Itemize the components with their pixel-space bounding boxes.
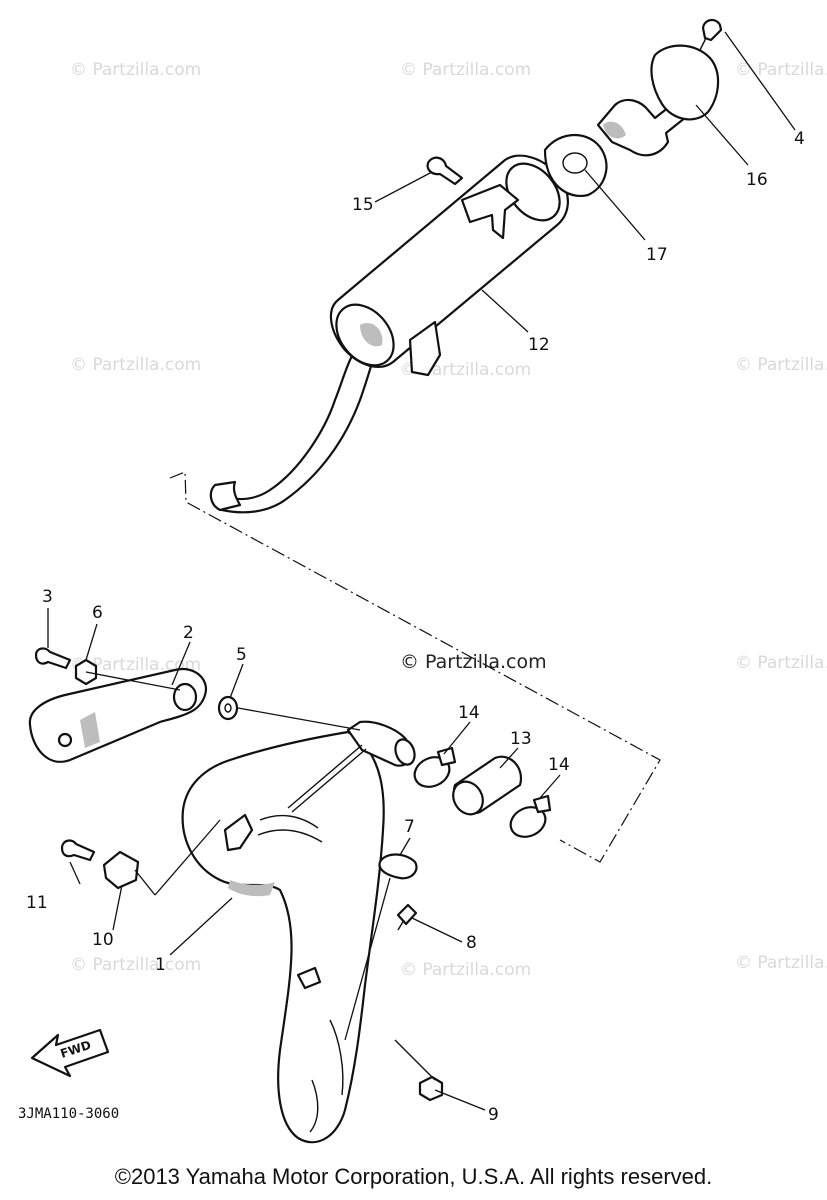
callout-9: 9 xyxy=(488,1105,499,1125)
damper-10 xyxy=(102,850,140,890)
callout-17: 17 xyxy=(646,245,668,265)
stud-8 xyxy=(396,903,418,926)
bolt-3 xyxy=(34,647,72,670)
tail-pipe xyxy=(220,338,380,514)
watermark: © Partzilla.com xyxy=(70,60,201,80)
joint-13-end xyxy=(452,780,484,816)
bracket-2-hole-lower xyxy=(57,732,73,748)
callout-labels: 1 2 3 4 5 6 7 8 9 10 11 12 13 14 14 15 1… xyxy=(26,129,805,1125)
pipe-end xyxy=(209,480,242,512)
watermark: © Partzilla.com xyxy=(735,653,827,673)
chamber-bracket xyxy=(223,813,254,852)
watermark: © Partzilla.com xyxy=(735,355,827,375)
chamber-tab xyxy=(296,966,322,990)
upper-bracket xyxy=(460,183,520,240)
chamber-body xyxy=(181,730,385,1144)
callout-8: 8 xyxy=(466,933,477,953)
callout-15: 15 xyxy=(352,195,374,215)
bolt-4 xyxy=(701,18,723,42)
callout-1: 1 xyxy=(155,955,166,975)
callout-2: 2 xyxy=(183,623,194,643)
copyright-notice: ©2013 Yamaha Motor Corporation, U.S.A. A… xyxy=(114,1164,713,1189)
watermark: © Partzilla.com xyxy=(735,60,827,80)
callout-10: 10 xyxy=(92,930,114,950)
nut-9 xyxy=(418,1075,444,1102)
callout-13: 13 xyxy=(510,729,532,749)
muffler-front-cap xyxy=(505,162,561,222)
callout-11: 11 xyxy=(26,893,48,913)
callout-5: 5 xyxy=(236,645,247,665)
expansion-chamber-assembly xyxy=(181,720,416,1144)
callout-7: 7 xyxy=(404,817,415,837)
leader-lines-upper xyxy=(374,31,796,333)
callout-14: 14 xyxy=(548,755,570,775)
callout-4: 4 xyxy=(794,129,805,149)
silencer-assembly xyxy=(209,18,723,514)
callout-14: 14 xyxy=(458,703,480,723)
watermark: © Partzilla.com xyxy=(735,953,827,973)
callout-3: 3 xyxy=(42,587,53,607)
gasket-17 xyxy=(543,134,608,197)
lower-bracket xyxy=(408,320,442,377)
fwd-arrow-icon: FWD xyxy=(30,1028,110,1078)
watermark: © Partzilla.com xyxy=(400,60,531,80)
alignment-line xyxy=(169,471,661,863)
chamber-inlet-opening xyxy=(394,738,416,766)
watermark: © Partzilla.com xyxy=(70,355,201,375)
callout-6: 6 xyxy=(92,603,103,623)
bracket-2-hole xyxy=(172,682,198,712)
gasket-hole xyxy=(562,152,588,174)
end-plate xyxy=(650,44,720,121)
watermark: © Partzilla.com xyxy=(70,655,201,675)
watermark: © Partzilla.com xyxy=(70,955,201,975)
leader-lines-lower xyxy=(47,608,561,1111)
drawing-code: 3JMA110-3060 xyxy=(18,1106,119,1122)
bolt-15 xyxy=(426,156,464,186)
bolt-11 xyxy=(60,839,96,862)
exploded-view-drawing: © Partzilla.com © Partzilla.com © Partzi… xyxy=(18,18,827,1144)
washer-5 xyxy=(217,695,239,721)
clamp-screw xyxy=(532,794,552,814)
gasket-7 xyxy=(378,853,418,880)
bracket-2 xyxy=(28,667,208,763)
watermark: © Partzilla.com xyxy=(400,960,531,980)
watermark-center: © Partzilla.com xyxy=(400,651,547,673)
clamp-14-right xyxy=(509,806,547,838)
callout-12: 12 xyxy=(528,335,550,355)
callout-16: 16 xyxy=(746,170,768,190)
watermark-layer: © Partzilla.com © Partzilla.com © Partzi… xyxy=(70,60,827,980)
